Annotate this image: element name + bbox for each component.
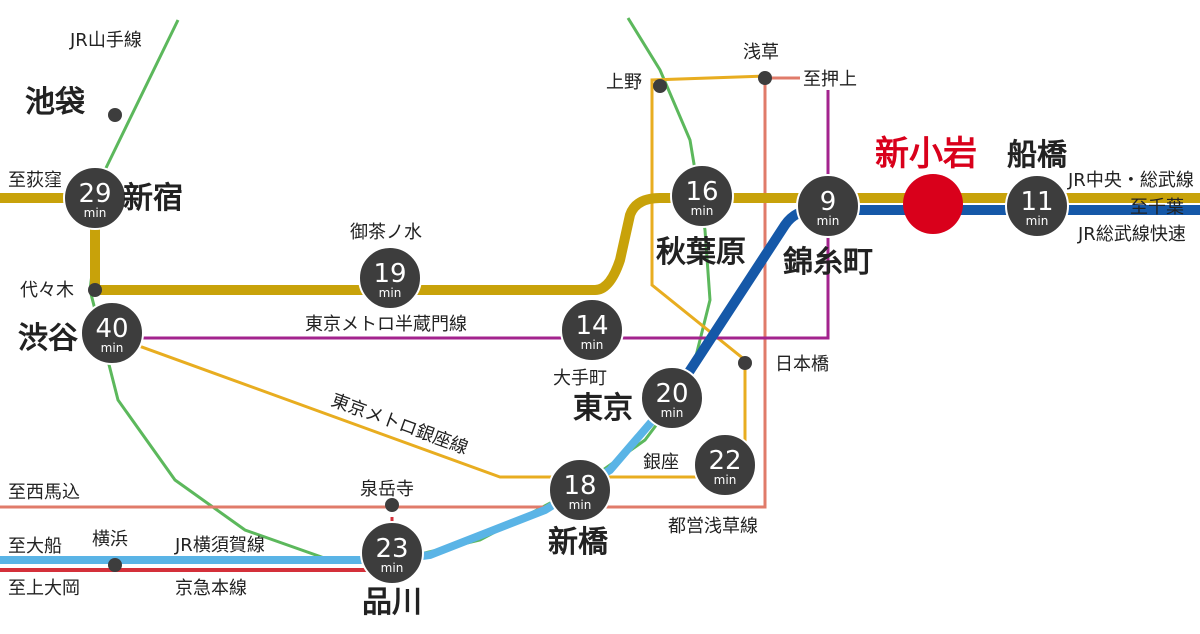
ueno-dot[interactable] [653, 79, 667, 93]
hub-unit-tokyo: min [661, 406, 684, 420]
shinkoiwa-marker[interactable] [903, 174, 963, 234]
hub-minutes-shinjuku: 29 [78, 179, 111, 209]
ginza-line [94, 74, 766, 479]
hub-circle-shimbashi[interactable] [548, 458, 612, 522]
shinkoiwa-label: 新小岩 [875, 134, 977, 174]
yokohama-dot[interactable] [108, 558, 122, 572]
akihabara-label: 秋葉原 [656, 235, 746, 270]
ikebukuro-dot[interactable] [108, 108, 122, 122]
shimbashi-label: 新橋 [548, 525, 609, 560]
dir-kamiooka: 至上大岡 [8, 578, 80, 599]
chuo-sobu-line [0, 193, 1200, 295]
yoyogi-dot[interactable] [88, 283, 102, 297]
hub-minutes-shimbashi: 18 [563, 471, 596, 501]
hanzomon-label: 東京メトロ半蔵門線 [305, 314, 467, 335]
sobu-rapid-label: JR総武線快速 [1077, 224, 1186, 245]
hub-minutes-kinshicho: 9 [820, 187, 837, 217]
asakusa-dot[interactable] [758, 71, 772, 85]
funabashi-label: 船橋 [1007, 138, 1068, 173]
ochanomizu-label: 御茶ノ水 [350, 222, 422, 243]
dir-oshiage: 至押上 [803, 69, 857, 90]
hub-unit-shinagawa: min [381, 561, 404, 575]
sengakuji-dot[interactable] [385, 498, 399, 512]
hub-minutes-akihabara: 16 [685, 177, 718, 207]
hub-unit-shinjuku: min [84, 206, 107, 220]
keikyu-label: 京急本線 [175, 578, 247, 599]
nihombashi-dot[interactable] [738, 356, 752, 370]
hub-circle-shinjuku[interactable] [63, 166, 127, 230]
hub-unit-shimbashi: min [569, 498, 592, 512]
yokosuka-label: JR横須賀線 [174, 535, 265, 556]
hub-minutes-shibuya: 40 [95, 314, 128, 344]
ikebukuro-label: 池袋 [25, 85, 85, 120]
hub-unit-ochanomizu: min [379, 286, 402, 300]
hub-circle-akihabara[interactable] [670, 164, 734, 228]
hub-minutes-ochanomizu: 19 [373, 259, 406, 289]
hub-circle-kinshicho[interactable] [796, 174, 860, 238]
nihombashi-label: 日本橋 [775, 354, 829, 375]
shibuya-label: 渋谷 [18, 321, 78, 356]
yokohama-label: 横浜 [92, 529, 128, 550]
yamanote-label: JR山手線 [69, 30, 142, 51]
hub-unit-funabashi: min [1026, 214, 1049, 228]
hub-minutes-tokyo: 20 [655, 379, 688, 409]
hub-circle-shibuya[interactable] [80, 301, 144, 365]
asakusa-line-label: 都営浅草線 [668, 516, 758, 537]
dir-chiba: 至千葉 [1130, 197, 1184, 218]
hub-unit-otemachi: min [581, 338, 604, 352]
kinshicho-label: 錦糸町 [783, 245, 873, 280]
hub-minutes-funabashi: 11 [1020, 187, 1053, 217]
hub-minutes-otemachi: 14 [575, 311, 608, 341]
hub-minutes-ginza: 22 [708, 446, 741, 476]
dir-nishimagome: 至西馬込 [8, 482, 80, 503]
shinagawa-label: 品川 [362, 585, 422, 620]
hanzomon-line [110, 90, 830, 340]
hub-unit-ginza: min [714, 473, 737, 487]
hub-circle-ginza[interactable] [693, 433, 757, 497]
ginza-line-label: 東京メトロ銀座線 [328, 390, 470, 459]
asakusa-label: 浅草 [743, 42, 779, 63]
hub-circle-funabashi[interactable] [1005, 174, 1069, 238]
sengakuji-label: 泉岳寺 [360, 479, 414, 500]
tokyo-label: 東京 [573, 391, 633, 426]
hub-circle-otemachi[interactable] [560, 298, 624, 362]
shinjuku-label: 新宿 [123, 181, 183, 216]
ueno-label: 上野 [606, 72, 642, 93]
hub-unit-akihabara: min [691, 204, 714, 218]
hub-minutes-shinagawa: 23 [375, 534, 408, 564]
dir-ogikubo: 至荻窪 [8, 170, 62, 191]
dir-ofuna: 至大船 [8, 536, 62, 557]
yokosuka-line [0, 395, 676, 564]
hub-circle-tokyo[interactable] [640, 366, 704, 430]
chuo-sobu-label: JR中央・総武線 [1067, 170, 1194, 191]
ginza-label: 銀座 [643, 452, 679, 473]
hub-unit-kinshicho: min [817, 214, 840, 228]
hub-unit-shibuya: min [101, 341, 124, 355]
hub-circle-shinagawa[interactable] [360, 521, 424, 585]
otemachi-label: 大手町 [553, 368, 607, 389]
yoyogi-label: 代々木 [20, 280, 74, 301]
hub-circle-ochanomizu[interactable] [358, 246, 422, 310]
